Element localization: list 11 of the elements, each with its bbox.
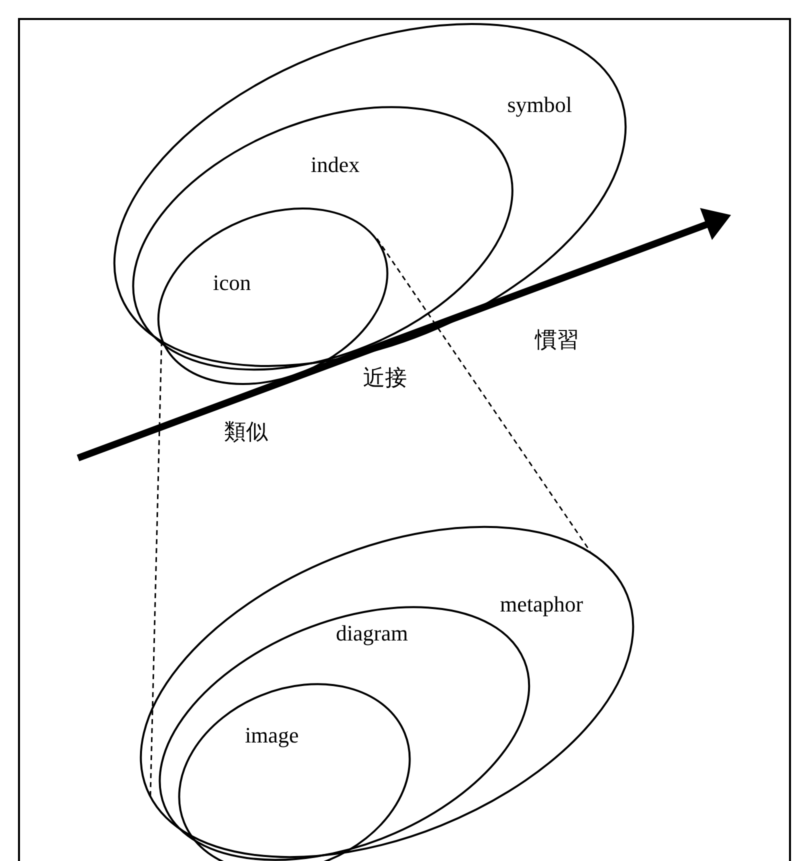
axis-label: 類似 [224,418,268,446]
node-label: index [310,152,360,178]
node-label: diagram [336,620,408,646]
dashed-line [376,238,591,552]
axis-label: 近接 [363,364,407,392]
node-label: image [245,722,299,748]
node-label: icon [213,270,251,296]
axis-label: 慣習 [535,326,579,354]
dashed-line [150,341,162,799]
node-label: metaphor [500,592,584,618]
node-label: symbol [508,92,572,118]
